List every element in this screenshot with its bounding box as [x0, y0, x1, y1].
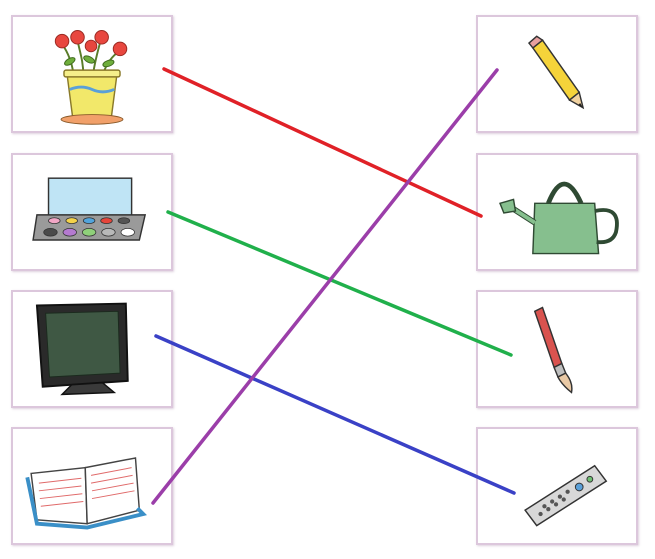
- watering-can-icon: [499, 181, 619, 255]
- flower-pot-icon: [54, 30, 128, 125]
- open-book-icon: [25, 457, 148, 530]
- card-open-book[interactable]: [11, 427, 173, 545]
- card-television[interactable]: [11, 290, 173, 408]
- match-line-flower-watering-can: [162, 67, 483, 218]
- card-pencil[interactable]: [476, 15, 638, 133]
- card-paint-palette[interactable]: [11, 153, 173, 271]
- remote-control-icon: [524, 464, 608, 527]
- match-line-book-pencil: [151, 68, 499, 505]
- card-watering-can[interactable]: [476, 153, 638, 271]
- paintbrush-icon: [533, 306, 573, 394]
- match-line-palette-paintbrush: [166, 210, 513, 357]
- television-icon: [35, 302, 129, 396]
- card-remote-control[interactable]: [476, 427, 638, 545]
- card-paintbrush[interactable]: [476, 290, 638, 408]
- paint-palette-icon: [32, 177, 147, 241]
- card-flower-pot[interactable]: [11, 15, 173, 133]
- pencil-icon: [527, 35, 585, 110]
- match-line-tv-remote: [154, 334, 516, 495]
